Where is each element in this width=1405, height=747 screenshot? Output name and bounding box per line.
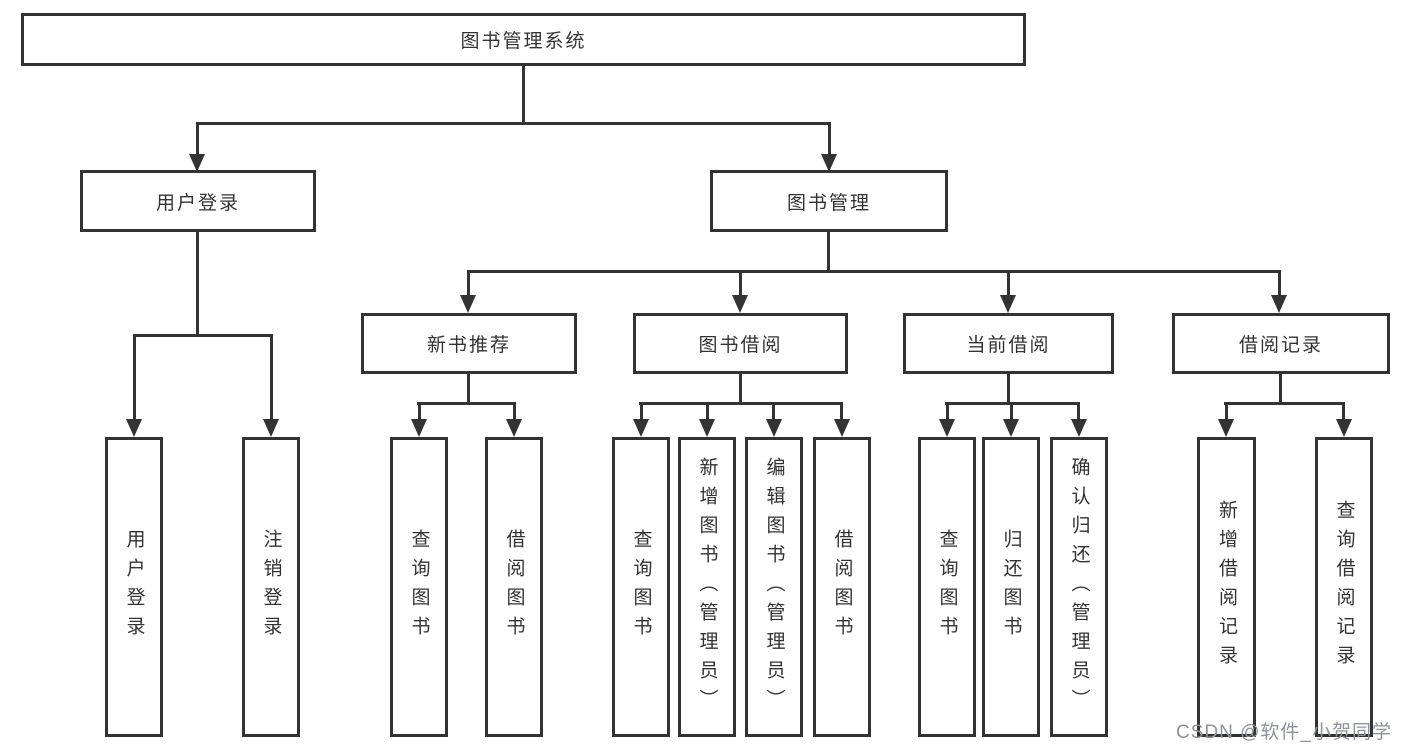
connector-line	[270, 334, 273, 421]
connector-line	[640, 402, 643, 421]
node-bb-add-book-admin-label: 新增图书（管理员）	[696, 456, 718, 718]
node-user-login-branch: 用户登录	[80, 170, 316, 232]
arrow-down-icon	[1218, 419, 1234, 437]
connector-line	[827, 232, 830, 272]
node-book-borrowing-label: 图书借阅	[698, 335, 783, 356]
node-br-add-record-label: 新增借阅记录	[1216, 500, 1237, 674]
node-br-query-record-label: 查询借阅记录	[1333, 500, 1355, 674]
node-root-label: 图书管理系统	[460, 31, 587, 52]
connector-line	[196, 122, 199, 156]
node-bb-query-books-label: 查询图书	[630, 529, 652, 645]
arrow-down-icon	[506, 419, 522, 437]
node-root: 图书管理系统	[21, 13, 1026, 66]
connector-line	[522, 66, 525, 124]
node-logout-leaf-label: 注销登录	[260, 529, 282, 645]
arrow-down-icon	[189, 154, 205, 172]
connector-line	[196, 232, 199, 336]
node-borrowing-records-label: 借阅记录	[1238, 335, 1323, 356]
connector-line	[1077, 402, 1080, 421]
node-bb-edit-book-admin-label: 编辑图书（管理员）	[763, 456, 785, 718]
node-cb-query-books-label: 查询图书	[936, 529, 958, 645]
node-br-add-record: 新增借阅记录	[1197, 437, 1256, 737]
node-bb-add-book-admin: 新增图书（管理员）	[678, 437, 736, 737]
node-user-login-leaf: 用户登录	[105, 437, 163, 737]
arrow-down-icon	[1000, 295, 1016, 313]
node-nb-borrow-books-label: 借阅图书	[503, 529, 525, 645]
connector-line	[1278, 270, 1281, 297]
node-br-query-record: 查询借阅记录	[1315, 437, 1373, 737]
node-nb-query-books-label: 查询图书	[408, 529, 430, 645]
node-nb-query-books: 查询图书	[390, 437, 448, 737]
arrow-down-icon	[699, 419, 715, 437]
connector-line	[772, 402, 775, 421]
arrow-down-icon	[263, 419, 279, 437]
node-cb-return-books-label: 归还图书	[1000, 529, 1022, 645]
arrow-down-icon	[1336, 419, 1352, 437]
node-book-management-branch-label: 图书管理	[786, 192, 871, 214]
arrow-down-icon	[834, 419, 850, 437]
node-bb-edit-book-admin: 编辑图书（管理员）	[745, 437, 803, 737]
connector-line	[467, 372, 470, 404]
node-user-login-branch-label: 用户登录	[155, 192, 240, 214]
connector-line	[1007, 372, 1010, 404]
node-new-book-recommend-label: 新书推荐	[426, 335, 511, 356]
connector-line	[1279, 372, 1282, 404]
arrow-down-icon	[1271, 295, 1287, 313]
connector-line	[1225, 402, 1228, 421]
node-user-login-leaf-label: 用户登录	[123, 529, 145, 645]
connector-line	[467, 270, 470, 297]
node-current-borrowing-label: 当前借阅	[966, 335, 1051, 356]
node-book-borrowing: 图书借阅	[633, 313, 848, 374]
connector-line	[418, 402, 421, 421]
connector-line	[828, 122, 831, 156]
arrow-down-icon	[411, 419, 427, 437]
connector-line	[417, 402, 516, 405]
arrow-down-icon	[821, 154, 837, 172]
connector-line	[706, 402, 709, 421]
node-new-book-recommend: 新书推荐	[361, 313, 577, 374]
node-book-management-branch: 图书管理	[710, 170, 948, 232]
arrow-down-icon	[732, 295, 748, 313]
node-cb-query-books: 查询图书	[918, 437, 976, 737]
node-bb-borrow-books: 借阅图书	[813, 437, 871, 737]
node-borrowing-records: 借阅记录	[1172, 313, 1390, 374]
arrow-down-icon	[126, 419, 142, 437]
node-bb-query-books: 查询图书	[612, 437, 670, 737]
node-nb-borrow-books: 借阅图书	[485, 437, 543, 737]
node-logout-leaf: 注销登录	[242, 437, 300, 737]
arrow-down-icon	[1003, 419, 1019, 437]
node-current-borrowing: 当前借阅	[903, 313, 1114, 374]
connector-line	[739, 270, 742, 297]
connector-line	[1224, 402, 1345, 405]
connector-line	[1342, 402, 1345, 421]
connector-line	[513, 402, 516, 421]
arrow-down-icon	[460, 295, 476, 313]
arrow-down-icon	[766, 419, 782, 437]
connector-line	[196, 122, 831, 125]
watermark: CSDN @软件_小贺同学	[1176, 722, 1392, 743]
connector-line	[639, 402, 843, 405]
arrow-down-icon	[633, 419, 649, 437]
connector-line	[467, 270, 1281, 273]
node-bb-borrow-books-label: 借阅图书	[831, 529, 853, 645]
connector-line	[133, 334, 136, 421]
connector-line	[1010, 402, 1013, 421]
connector-line	[133, 334, 273, 337]
node-cb-confirm-return-admin: 确认归还（管理员）	[1050, 437, 1108, 737]
node-cb-return-books: 归还图书	[982, 437, 1040, 737]
connector-line	[946, 402, 949, 421]
arrow-down-icon	[1071, 419, 1087, 437]
connector-line	[1007, 270, 1010, 297]
arrow-down-icon	[939, 419, 955, 437]
connector-line	[840, 402, 843, 421]
node-cb-confirm-return-admin-label: 确认归还（管理员）	[1068, 456, 1090, 718]
connector-line	[739, 372, 742, 404]
